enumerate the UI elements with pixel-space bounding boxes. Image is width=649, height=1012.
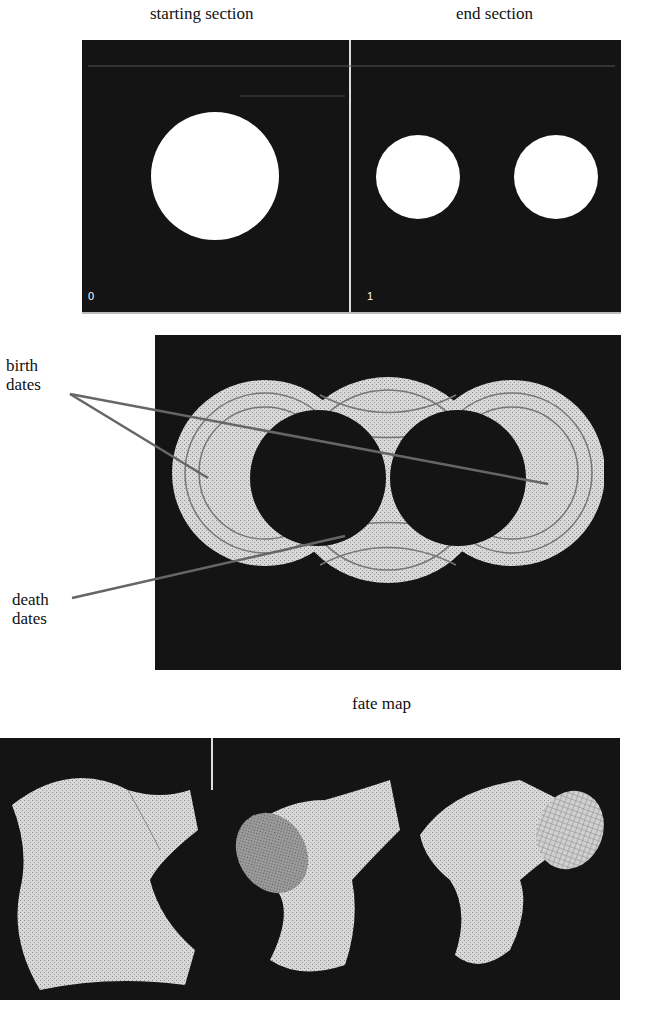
text-label: end section bbox=[456, 4, 576, 23]
fate-map bbox=[155, 335, 621, 670]
surface-renderings bbox=[0, 738, 620, 1000]
text-label: birth dates bbox=[6, 356, 70, 394]
text-label: starting section bbox=[150, 4, 290, 23]
text-label: death dates bbox=[12, 590, 76, 628]
leader-lines bbox=[70, 394, 548, 598]
section-panels bbox=[82, 40, 621, 314]
text-label: fate map bbox=[352, 694, 442, 713]
text-label: 0 bbox=[88, 290, 108, 302]
text-label: 1 bbox=[367, 290, 387, 302]
